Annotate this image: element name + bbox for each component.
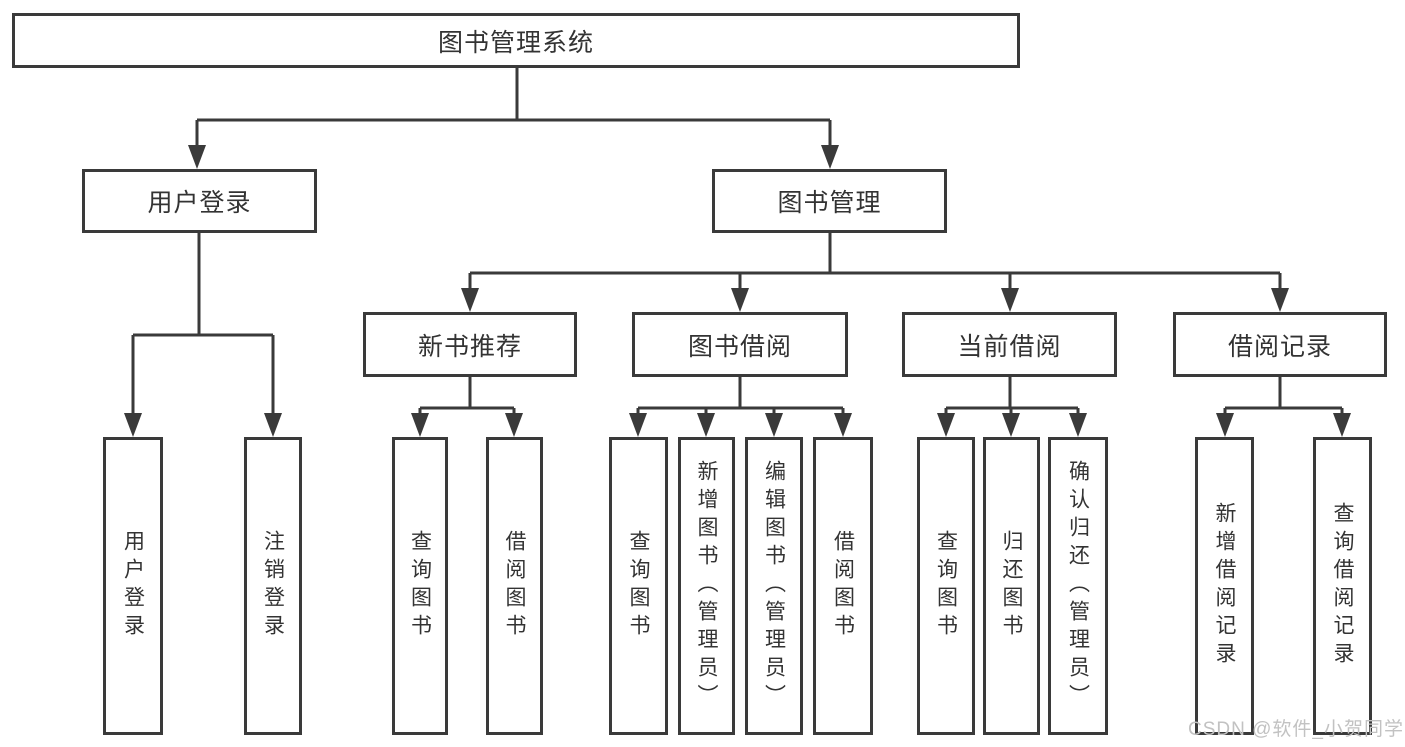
arrowhead-icon <box>1069 413 1087 437</box>
node-current-borrow: 当前借阅 <box>902 312 1117 377</box>
csdn-watermark: CSDN @软件_小贺同学 <box>1188 719 1404 740</box>
leaf-edit-book-admin: 编辑图书（管理员） <box>745 437 803 735</box>
node-user-login: 用户登录 <box>82 169 317 233</box>
leaf-add-borrow-record: 新增借阅记录 <box>1195 437 1254 735</box>
leaf-borrow-book-recommend: 借阅图书 <box>486 437 543 735</box>
leaf-query-borrow-record: 查询借阅记录 <box>1313 437 1372 735</box>
node-label: 确认归还（管理员） <box>1066 460 1090 712</box>
arrowhead-icon <box>1001 288 1019 312</box>
arrowhead-icon <box>264 413 282 437</box>
node-book-management: 图书管理 <box>712 169 947 233</box>
arrowhead-icon <box>1002 413 1020 437</box>
arrowhead-icon <box>1271 288 1289 312</box>
arrowhead-icon <box>697 413 715 437</box>
node-label: 用户登录 <box>147 189 252 217</box>
node-label: 当前借阅 <box>957 332 1062 361</box>
node-label: 借阅图书 <box>831 530 855 642</box>
arrowhead-icon <box>461 288 479 312</box>
arrowhead-icon <box>821 145 839 169</box>
node-label: 图书管理系统 <box>437 28 594 57</box>
node-book-borrow: 图书借阅 <box>632 312 848 377</box>
node-label: 新书推荐 <box>417 332 522 361</box>
leaf-query-book-current: 查询图书 <box>917 437 975 735</box>
leaf-query-book-borrow: 查询图书 <box>609 437 668 735</box>
node-label: 编辑图书（管理员） <box>762 460 786 712</box>
node-label: 图书管理 <box>777 189 882 217</box>
node-label: 归还图书 <box>1000 530 1023 642</box>
leaf-confirm-return-admin: 确认归还（管理员） <box>1048 437 1108 735</box>
arrowhead-icon <box>124 413 142 437</box>
node-label: 借阅记录 <box>1227 332 1332 361</box>
arrowhead-icon <box>937 413 955 437</box>
node-root-library-system: 图书管理系统 <box>12 13 1020 68</box>
node-label: 查询图书 <box>408 530 432 642</box>
connector-book-borrow-split <box>636 377 845 414</box>
arrowhead-icon <box>834 413 852 437</box>
arrowhead-icon <box>411 413 429 437</box>
connector-root-split <box>195 68 832 146</box>
arrowhead-icon <box>731 288 749 312</box>
node-label: 用户登录 <box>121 530 145 642</box>
node-new-book-recommend: 新书推荐 <box>363 312 577 377</box>
node-label: 查询图书 <box>627 530 650 642</box>
node-label: 查询图书 <box>934 530 958 642</box>
leaf-query-book-recommend: 查询图书 <box>392 437 448 735</box>
leaf-add-book-admin: 新增图书（管理员） <box>678 437 735 735</box>
arrowhead-icon <box>505 413 523 437</box>
connector-new-book-split <box>418 377 516 414</box>
node-label: 新增图书（管理员） <box>695 460 718 712</box>
node-label: 注销登录 <box>261 530 285 642</box>
arrowhead-icon <box>1333 413 1351 437</box>
connector-borrow-record-split <box>1223 377 1344 414</box>
node-label: 借阅图书 <box>503 530 526 642</box>
node-borrow-record: 借阅记录 <box>1173 312 1387 377</box>
arrowhead-icon <box>188 145 206 169</box>
node-label: 新增借阅记录 <box>1213 502 1236 670</box>
connector-user-login-split <box>131 233 275 414</box>
node-label: 查询借阅记录 <box>1331 502 1354 670</box>
leaf-return-book: 归还图书 <box>983 437 1040 735</box>
leaf-user-login: 用户登录 <box>103 437 163 735</box>
arrowhead-icon <box>765 413 783 437</box>
node-label: 图书借阅 <box>687 332 792 361</box>
arrowhead-icon <box>629 413 647 437</box>
connector-current-borrow-split <box>944 377 1080 414</box>
leaf-borrow-book: 借阅图书 <box>813 437 873 735</box>
arrowhead-icon <box>1216 413 1234 437</box>
connector-book-mgmt-split <box>468 233 1282 289</box>
leaf-logout: 注销登录 <box>244 437 302 735</box>
